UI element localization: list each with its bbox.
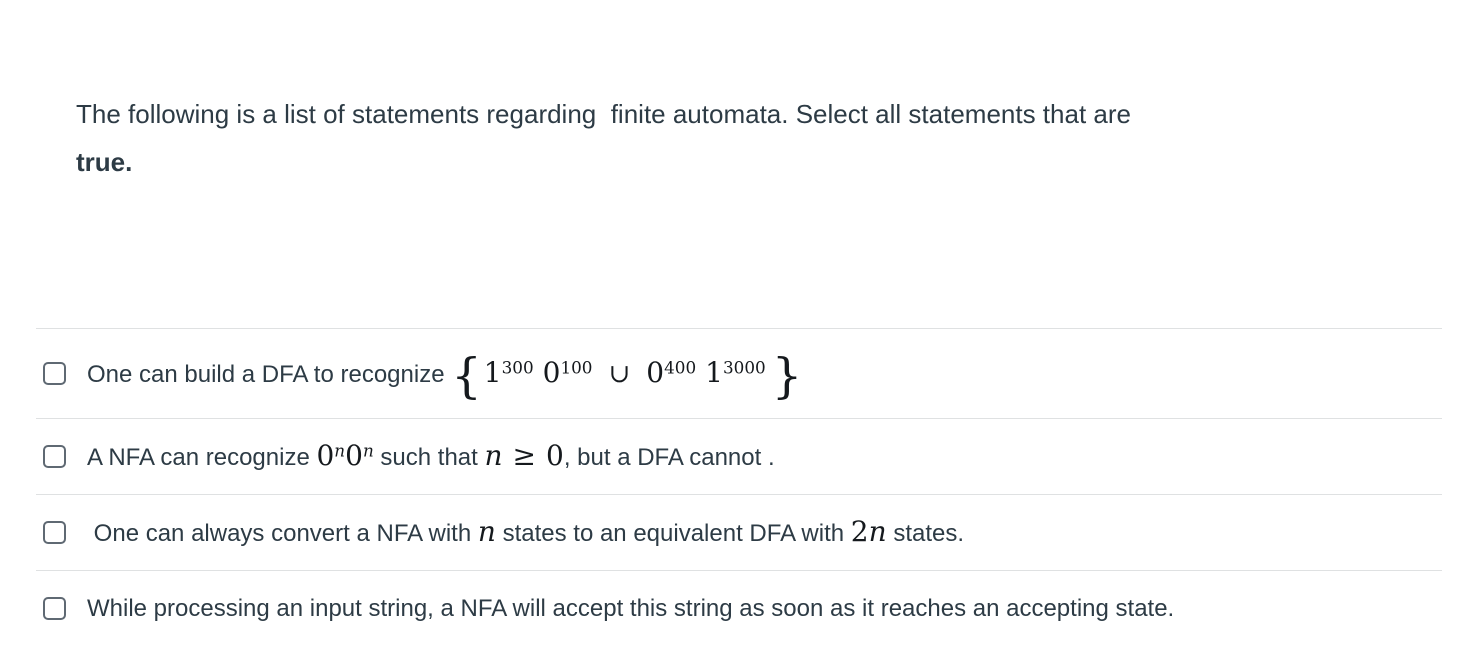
checkbox-option-2[interactable] xyxy=(43,445,66,468)
option-3-math-n: n xyxy=(477,514,496,548)
geq-symbol: ≥ xyxy=(512,438,536,472)
question-text: The following is a list of statements re… xyxy=(76,99,1131,129)
union-symbol: ∪ xyxy=(608,358,631,389)
right-brace: } xyxy=(771,348,803,405)
checkbox-option-3[interactable] xyxy=(43,521,66,544)
option-row-2[interactable]: A NFA can recognize 0n0n such that n≥0, … xyxy=(36,418,1442,494)
left-brace: { xyxy=(451,348,482,405)
checkbox-option-4[interactable] xyxy=(43,597,66,620)
question-prompt: The following is a list of statements re… xyxy=(76,90,1416,186)
option-row-3[interactable]: One can always convert a NFA with n stat… xyxy=(36,494,1442,570)
option-2-math-n-geq-0: n≥0 xyxy=(484,438,564,472)
option-4-label: While processing an input string, a NFA … xyxy=(87,594,1175,622)
option-2-math-0n0n: 0n0n xyxy=(316,438,374,472)
question-emphasis: true. xyxy=(76,147,133,177)
option-2-label: A NFA can recognize 0n0n such that n≥0, … xyxy=(87,438,775,472)
checkbox-option-1[interactable] xyxy=(43,362,66,385)
option-row-4[interactable]: While processing an input string, a NFA … xyxy=(36,570,1442,646)
option-3-label: One can always convert a NFA with n stat… xyxy=(87,514,965,548)
option-3-math-2n: 2n xyxy=(850,514,887,548)
